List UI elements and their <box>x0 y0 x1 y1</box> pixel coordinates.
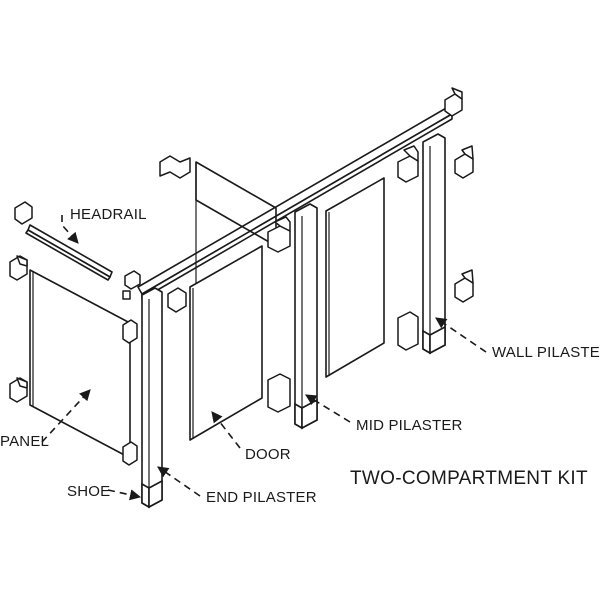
panel-bracket-bottom <box>9 377 28 403</box>
headrail-end-cap <box>122 270 141 300</box>
panel <box>29 269 131 459</box>
mid-pilaster-hinge-top <box>267 216 291 253</box>
headrail-short <box>25 224 113 281</box>
door-label: DOOR <box>245 446 291 463</box>
headrail-leader <box>61 215 79 244</box>
wall-bracket-top <box>454 145 474 179</box>
panel-label: PANEL <box>0 433 49 450</box>
panel-bracket-right-bottom <box>122 441 138 466</box>
panel-bracket-top <box>9 255 28 281</box>
door-2 <box>325 177 385 378</box>
mid-pilaster-hinge-bottom <box>267 373 291 413</box>
end-pilaster <box>141 287 163 509</box>
mid-pilaster-label: MID PILASTER <box>356 417 463 434</box>
wall-pilaster-hinge-top <box>397 145 419 183</box>
headrail-wall-bracket <box>444 87 463 117</box>
headrail-short-bracket <box>14 201 33 225</box>
shoe-leader <box>107 489 142 501</box>
mid-pilaster-leader <box>305 394 351 423</box>
door-1-hinge-top <box>167 287 187 313</box>
panel-bracket-right-top <box>122 319 138 344</box>
diagram-title: TWO-COMPARTMENT KIT <box>350 468 588 489</box>
wall-pilaster-label: WALL PILASTER <box>492 344 600 361</box>
door-leader <box>211 411 241 449</box>
end-pilaster-leader <box>157 466 201 497</box>
shoe-label: SHOE <box>67 483 110 500</box>
back-bracket <box>159 155 191 179</box>
mid-pilaster <box>294 203 318 430</box>
wall-pilaster-leader <box>435 317 487 353</box>
wall-bracket-bottom <box>454 269 474 303</box>
door-1 <box>189 245 263 441</box>
wall-pilaster-hinge-bottom <box>397 311 419 351</box>
end-pilaster-label: END PILASTER <box>206 489 317 506</box>
wall-pilaster <box>422 133 446 355</box>
headrail-label: HEADRAIL <box>70 206 147 223</box>
